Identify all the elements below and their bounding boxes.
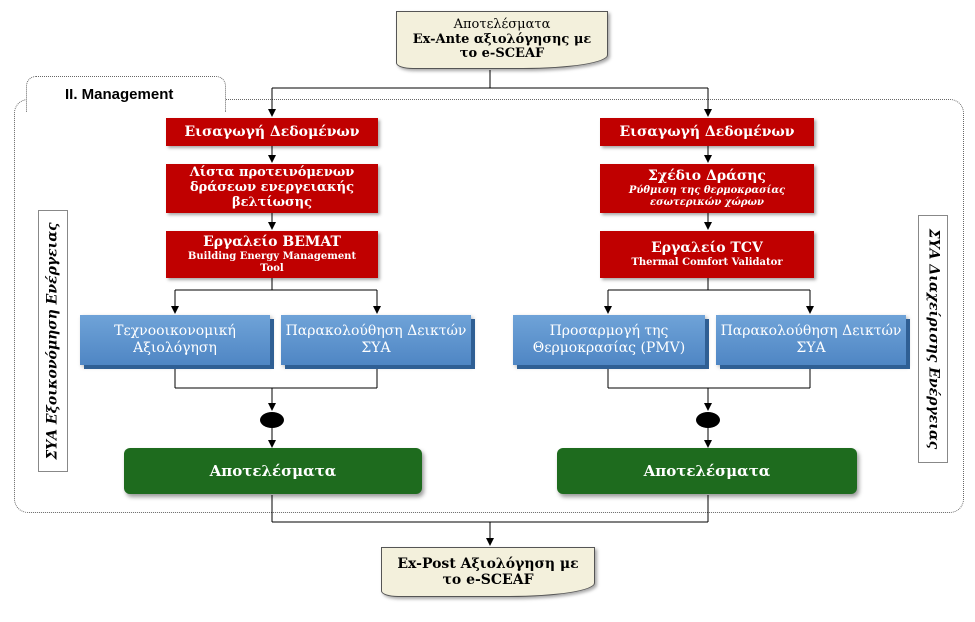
tcv-tool-box: Εργαλείο TCV Thermal Comfort Validator bbox=[600, 231, 814, 278]
management-label: II. Management bbox=[65, 86, 174, 103]
action-plan-box: Σχέδιο Δράσης Ρύθμιση της θερμοκρασίας ε… bbox=[600, 164, 814, 213]
left-data-input-label: Εισαγωγή Δεδομένων bbox=[184, 123, 360, 140]
actions-list-line: δράσεων ενεργειακής bbox=[189, 180, 355, 196]
left-kpi-monitoring-box: Παρακολούθηση Δεικτών ΣΥΑ bbox=[281, 315, 471, 365]
action-plan-title: Σχέδιο Δράσης bbox=[648, 168, 766, 185]
left-actions-list-box: Λίστα προτεινόμενων δράσεων ενεργειακής … bbox=[166, 164, 378, 213]
management-tab: II. Management bbox=[26, 76, 226, 112]
box-line: Παρακολούθηση Δεικτών bbox=[285, 322, 467, 339]
box-line: ΣΥΑ bbox=[361, 340, 391, 356]
right-results-box: Αποτελέσματα bbox=[557, 448, 857, 494]
actions-list-line: Λίστα προτεινόμενων bbox=[189, 165, 355, 181]
management-frame bbox=[14, 99, 964, 513]
ex-ante-results-document: Αποτελέσματα Ex-Ante αξιολόγησης με το e… bbox=[396, 11, 608, 69]
bemat-title: Εργαλείο BEMAT bbox=[203, 234, 341, 251]
box-line: Παρακολούθηση Δεικτών bbox=[720, 322, 902, 339]
box-line: Προσαρμογή της bbox=[549, 322, 669, 339]
action-plan-subtitle-line: Ρύθμιση της θερμοκρασίας bbox=[628, 184, 786, 196]
left-data-input-box: Εισαγωγή Δεδομένων bbox=[166, 118, 378, 146]
right-data-input-label: Εισαγωγή Δεδομένων bbox=[619, 123, 795, 140]
right-side-label: ΣΥΑ Διαχείρισης Ενέργειας bbox=[925, 228, 941, 450]
bemat-subtitle-line: Tool bbox=[260, 262, 284, 274]
right-merge-node bbox=[696, 412, 720, 428]
tcv-subtitle-line: Thermal Comfort Validator bbox=[631, 256, 783, 268]
pmv-adjustment-box: Προσαρμογή της Θερμοκρασίας (PMV) bbox=[513, 315, 705, 365]
left-results-box: Αποτελέσματα bbox=[124, 448, 422, 494]
right-kpi-monitoring-box: Παρακολούθηση Δεικτών ΣΥΑ bbox=[716, 315, 906, 365]
doc-line: Αποτελέσματα bbox=[453, 16, 551, 32]
left-results-label: Αποτελέσματα bbox=[209, 462, 337, 480]
box-line: Αξιολόγηση bbox=[133, 340, 217, 356]
actions-list-line: βελτίωσης bbox=[231, 194, 313, 210]
action-plan-subtitle-line: εσωτερικών χώρων bbox=[650, 196, 764, 208]
tcv-title: Εργαλείο TCV bbox=[651, 240, 763, 257]
left-techno-economic-box: Τεχνοοικονομική Αξιολόγηση bbox=[80, 315, 270, 365]
left-merge-node bbox=[260, 412, 284, 428]
doc-line: Ex-Ante αξιολόγησης με bbox=[412, 31, 592, 47]
box-line: ΣΥΑ bbox=[796, 340, 826, 356]
box-line: Τεχνοοικονομική bbox=[114, 322, 236, 339]
right-data-input-box: Εισαγωγή Δεδομένων bbox=[600, 118, 814, 146]
doc-line: το e-SCEAF bbox=[442, 572, 534, 588]
doc-line: το e-SCEAF bbox=[459, 46, 545, 62]
left-side-label-box: ΣΥΑ Εξοικονόμηση Ενέργειας bbox=[38, 210, 68, 472]
bemat-subtitle-line: Building Energy Management bbox=[187, 250, 357, 262]
doc-line: Ex-Post Αξιολόγηση με bbox=[397, 555, 579, 572]
right-side-label-box: ΣΥΑ Διαχείρισης Ενέργειας bbox=[918, 215, 948, 463]
ex-post-evaluation-document: Ex-Post Αξιολόγηση με το e-SCEAF bbox=[381, 547, 595, 597]
bemat-tool-box: Εργαλείο BEMAT Building Energy Managemen… bbox=[166, 231, 378, 278]
box-line: Θερμοκρασίας (PMV) bbox=[532, 340, 686, 356]
right-results-label: Αποτελέσματα bbox=[643, 462, 771, 480]
left-side-label: ΣΥΑ Εξοικονόμηση Ενέργειας bbox=[45, 222, 62, 460]
